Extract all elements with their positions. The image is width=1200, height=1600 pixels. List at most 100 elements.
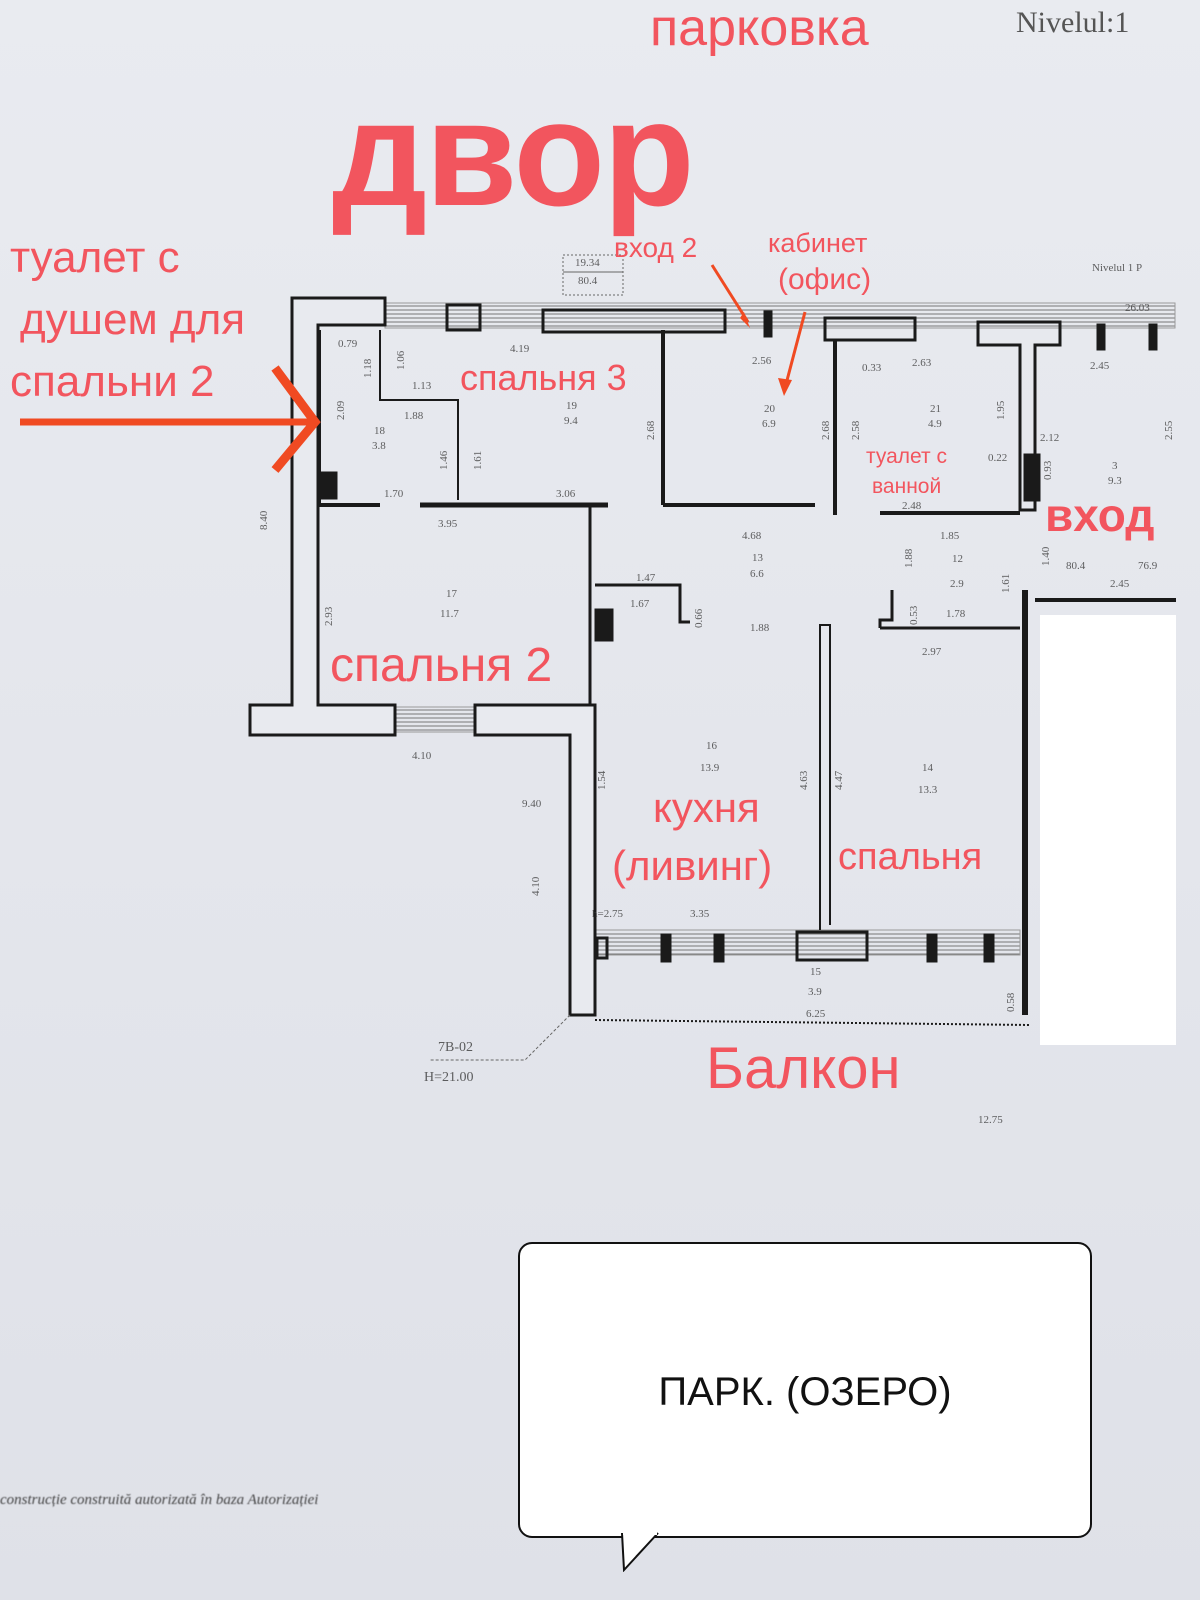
room-area: 11.7 <box>440 608 459 620</box>
dimension: 1.61 <box>1000 573 1012 593</box>
small-level-label: Nivelul 1 P <box>1092 262 1143 274</box>
dimension: 1.46 <box>438 450 450 470</box>
height-mark: H=21.00 <box>424 1070 474 1085</box>
dimension: 2.68 <box>645 420 657 440</box>
dimension: 0.93 <box>1042 460 1054 480</box>
dimension: 2.55 <box>1163 420 1175 440</box>
office-label-1: кабинет <box>768 228 868 258</box>
redacted-area <box>1040 615 1176 1045</box>
toilet-bath-label-2: ванной <box>872 475 942 498</box>
footer-note: construcție construită autorizată în baz… <box>0 1492 319 1508</box>
dimension: 2.63 <box>912 357 932 369</box>
room-area: 6.6 <box>750 568 764 580</box>
dimension: 76.9 <box>1138 560 1158 572</box>
dimension: 3.95 <box>438 518 458 530</box>
bedroom2-label: спальня 2 <box>330 639 553 692</box>
dimension: 12.75 <box>978 1114 1003 1126</box>
toilet-shower-label-2: душем для <box>20 295 246 344</box>
room-area: 2.9 <box>950 578 964 590</box>
entrance-label: вход <box>1045 489 1155 541</box>
dimension: 2.12 <box>1040 432 1060 444</box>
dimension: 2.45 <box>1090 360 1110 372</box>
dimension: 1.40 <box>1040 546 1052 566</box>
dimension: 0.53 <box>908 605 920 625</box>
dimension: 1.47 <box>636 572 656 584</box>
kitchen-label-1: кухня <box>653 784 760 831</box>
room-number: 12 <box>952 553 963 565</box>
yard-label: двор <box>332 69 695 237</box>
dimension: 4.10 <box>412 750 432 762</box>
room-area: 3.9 <box>808 986 822 998</box>
room-area: 13.9 <box>700 762 720 774</box>
room-area: 3.8 <box>372 440 386 452</box>
arrow-icon <box>20 264 807 473</box>
dimension: h=2.75 <box>592 908 623 920</box>
room-number: 14 <box>922 762 933 774</box>
dimension: 0.58 <box>1005 992 1017 1012</box>
room-number: 16 <box>706 740 717 752</box>
dimension: 1.88 <box>750 622 770 634</box>
level-label: Nivelul:1 <box>1016 6 1130 39</box>
dimension: 2.56 <box>752 355 772 367</box>
bedroom3-label: спальня 3 <box>460 357 627 398</box>
balcony-label: Балкон <box>706 1036 901 1101</box>
room-number: 13 <box>752 552 763 564</box>
dimension: 2.97 <box>922 646 942 658</box>
dimension: 4.63 <box>798 770 810 790</box>
top-window-strip <box>384 302 1176 329</box>
dimension: 1.54 <box>596 770 608 790</box>
dimension: 0.66 <box>693 608 705 628</box>
dimension: 2.93 <box>323 606 335 626</box>
office-label-2: (офис) <box>778 263 872 296</box>
callout-text: ПАРК. (ОЗЕРО) <box>658 1370 952 1414</box>
dimension: 3.06 <box>556 488 576 500</box>
dimension: 9.40 <box>522 798 542 810</box>
room-number: 17 <box>446 588 457 600</box>
bottom-window-strip <box>594 929 1021 956</box>
room-area: 9.3 <box>1108 475 1122 487</box>
room-number: 15 <box>810 966 821 978</box>
room-number: 3 <box>1112 460 1118 472</box>
callout-bubble: ПАРК. (ОЗЕРО) <box>518 1242 1092 1538</box>
dimension: 2.45 <box>1110 578 1130 590</box>
dimension: 0.79 <box>338 338 358 350</box>
dimension: 3.35 <box>690 908 710 920</box>
entrance2-label: вход 2 <box>614 232 698 263</box>
dimension: 1.78 <box>946 608 966 620</box>
stamp-top: 19.34 <box>575 257 600 269</box>
callout-tail <box>621 1532 659 1572</box>
dimension: 2.68 <box>820 420 832 440</box>
dimension: 80.4 <box>1066 560 1086 572</box>
dimension: 4.47 <box>833 770 845 790</box>
stamp-bottom: 80.4 <box>578 275 598 287</box>
room-area: 4.9 <box>928 418 942 430</box>
room-number: 21 <box>930 403 941 415</box>
dimension: 1.88 <box>903 548 915 568</box>
dimension: 1.18 <box>362 358 374 378</box>
dimension: 6.25 <box>806 1008 826 1020</box>
bedroom-label: спальня <box>838 836 983 878</box>
room-number: 19 <box>566 400 577 412</box>
room-number: 20 <box>764 403 775 415</box>
section-mark: 7B-02 <box>438 1040 473 1055</box>
dimension: 4.19 <box>510 343 530 355</box>
dimension: 0.33 <box>862 362 882 374</box>
dimension: 4.10 <box>530 876 542 896</box>
toilet-shower-label-3: спальни 2 <box>10 357 215 406</box>
dimension: 1.70 <box>384 488 404 500</box>
room-area: 13.3 <box>918 784 938 796</box>
dimension: 8.40 <box>258 510 270 530</box>
dimension: 2.48 <box>902 500 922 512</box>
kitchen-label-2: (ливинг) <box>612 842 773 889</box>
toilet-bath-label-1: туалет с <box>866 445 947 468</box>
parking-label: парковка <box>650 0 869 57</box>
dimension: 1.06 <box>395 350 407 370</box>
dimension: 1.88 <box>404 410 424 422</box>
dimension: 4.68 <box>742 530 762 542</box>
dimension: 2.09 <box>335 400 347 420</box>
dimension: 1.13 <box>412 380 432 392</box>
dimension: 1.67 <box>630 598 650 610</box>
room-area: 6.9 <box>762 418 776 430</box>
room-number: 18 <box>374 425 385 437</box>
dimension: 1.95 <box>995 400 1007 420</box>
